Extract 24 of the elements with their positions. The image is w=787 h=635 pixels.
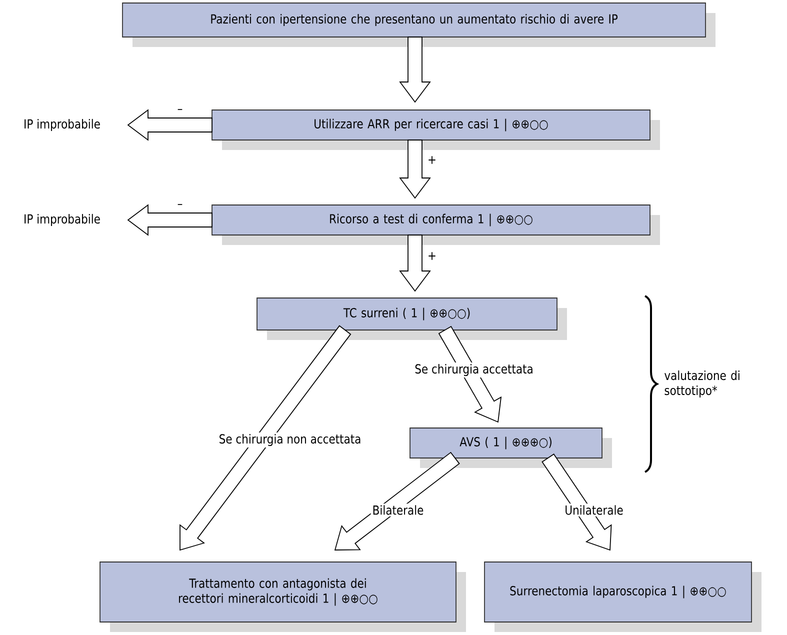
block-arrow bbox=[399, 36, 431, 103]
edge-label: – bbox=[176, 202, 184, 210]
bracket-label: valutazione di sottotipo* bbox=[664, 370, 740, 398]
block-arrow bbox=[127, 109, 212, 141]
block-arrow bbox=[127, 204, 212, 236]
process-box: Trattamento con antagonista dei recettori mineralcorticoidi 1 | ⊕⊕○○ bbox=[100, 562, 466, 632]
process-box: Pazienti con ipertensione che presentano un aumentato rischio di avere IP bbox=[122, 2, 716, 47]
process-box: Surrenectomia laparoscopica 1 | ⊕⊕○○ bbox=[484, 562, 762, 632]
outcome-text: IP improbabile bbox=[24, 118, 100, 132]
edge-label: – bbox=[176, 108, 184, 114]
edge-label: Se chirurgia accettata bbox=[413, 362, 535, 378]
block-arrow bbox=[399, 234, 431, 292]
process-box: TC surreni ( 1 | ⊕⊕○○) bbox=[256, 298, 567, 340]
edge-label: Unilaterale bbox=[563, 504, 625, 516]
process-box: AVS ( 1 | ⊕⊕⊕○) bbox=[410, 428, 612, 468]
block-arrow bbox=[180, 325, 352, 551]
block-arrow bbox=[399, 140, 431, 199]
process-box: Utilizzare ARR per ricercare casi 1 | ⊕⊕○○ bbox=[212, 110, 660, 150]
edge-label: Se chirurgia non accettata bbox=[217, 432, 363, 448]
outcome-text: IP improbabile bbox=[24, 214, 100, 226]
edge-label: + bbox=[426, 154, 438, 166]
edge-label: Bilaterale bbox=[370, 504, 426, 516]
process-box: Ricorso a test di conferma 1 | ⊕⊕○○ bbox=[212, 204, 660, 245]
edge-label: + bbox=[426, 250, 438, 262]
